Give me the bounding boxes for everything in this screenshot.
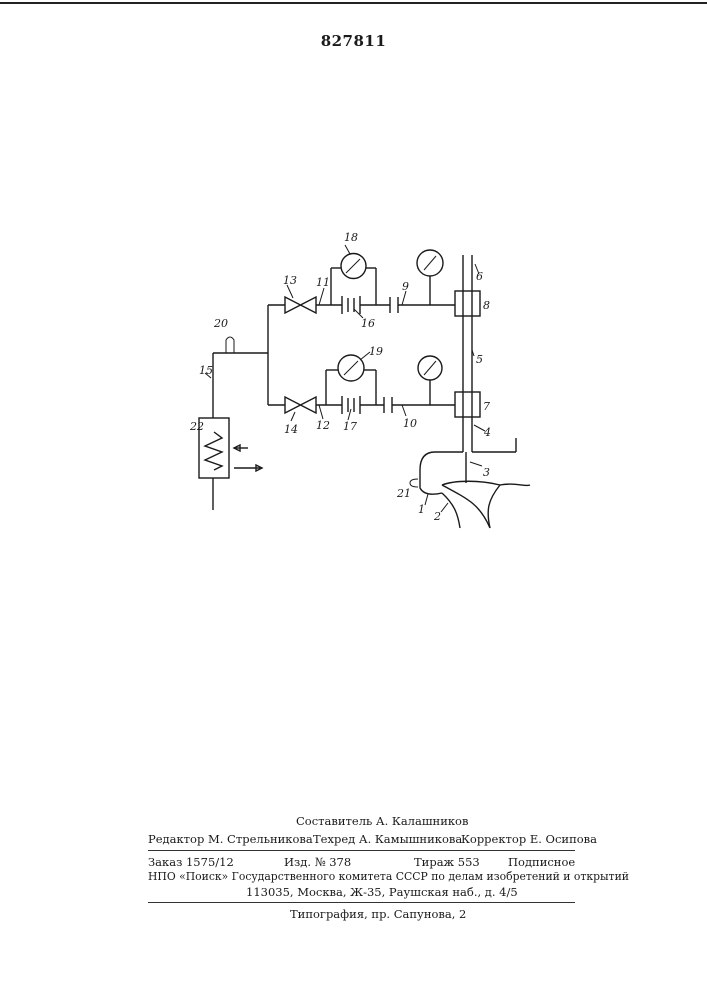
edition-number: Изд. № 378	[284, 855, 351, 869]
label-4: 4	[483, 426, 491, 439]
publisher-address: 113035, Москва, Ж-35, Раушская наб., д. …	[246, 885, 518, 899]
footer-rule-1	[148, 850, 575, 851]
label-21: 21	[396, 487, 411, 500]
lower-line	[268, 355, 455, 414]
corrector-line: Корректор Е. Осипова	[461, 832, 597, 846]
label-16: 16	[361, 317, 375, 330]
label-14: 14	[284, 423, 298, 436]
label-12: 12	[316, 419, 330, 432]
label-22: 22	[189, 420, 204, 433]
publisher-org: НПО «Поиск» Государственного комитета СС…	[148, 870, 629, 883]
order-number: Заказ 1575/12	[148, 855, 234, 869]
heat-exchanger-22	[199, 418, 262, 478]
label-18: 18	[344, 231, 358, 244]
label-9: 9	[402, 280, 409, 293]
label-20: 20	[213, 317, 228, 330]
label-15: 15	[199, 364, 213, 377]
subscription: Подписное	[508, 855, 575, 869]
compiler-line: Составитель А. Калашников	[296, 814, 468, 828]
sensor-20	[226, 337, 234, 353]
label-1: 1	[418, 503, 425, 516]
circulation: Тираж 553	[414, 855, 480, 869]
coupling-7	[455, 392, 480, 417]
label-19: 19	[369, 345, 383, 358]
label-10: 10	[403, 417, 417, 430]
label-5: 5	[476, 353, 483, 366]
label-13: 13	[283, 274, 297, 287]
label-8: 8	[483, 299, 490, 312]
label-2: 2	[433, 510, 441, 523]
printer-line: Типография, пр. Сапунова, 2	[290, 907, 466, 921]
techeditor-line: Техред А. Камышникова	[313, 832, 462, 846]
coupling-8	[455, 291, 480, 316]
label-17: 17	[343, 420, 357, 433]
footer-rule-2	[148, 902, 575, 903]
label-6: 6	[476, 270, 483, 283]
label-7: 7	[483, 400, 490, 413]
label-3: 3	[483, 466, 490, 479]
editor-line: Редактор М. Стрельникова	[148, 832, 313, 846]
label-leaders	[205, 245, 485, 512]
chamber-assembly	[410, 452, 530, 528]
label-11: 11	[316, 276, 330, 289]
